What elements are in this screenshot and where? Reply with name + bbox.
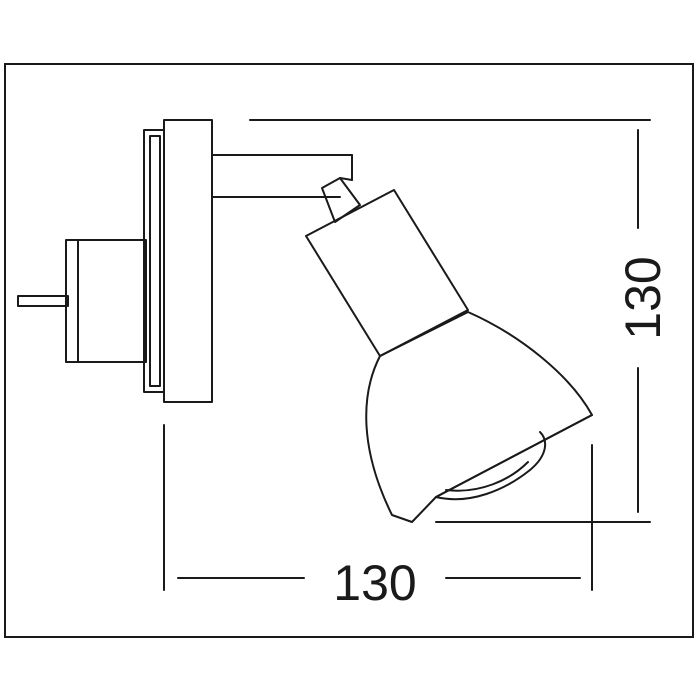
bulb <box>435 431 547 501</box>
lamp-housing <box>305 189 469 357</box>
drawing-frame <box>4 63 694 638</box>
adapter-block <box>65 239 147 363</box>
height-dimension <box>249 119 651 523</box>
lamp-shade <box>365 311 593 523</box>
wall-plate <box>143 119 213 403</box>
joint <box>321 177 361 223</box>
mounting-pin <box>17 295 69 307</box>
width-label: 130 <box>333 555 416 611</box>
height-label: 130 <box>615 256 671 339</box>
arm <box>211 154 353 198</box>
width-dimension <box>163 424 593 591</box>
